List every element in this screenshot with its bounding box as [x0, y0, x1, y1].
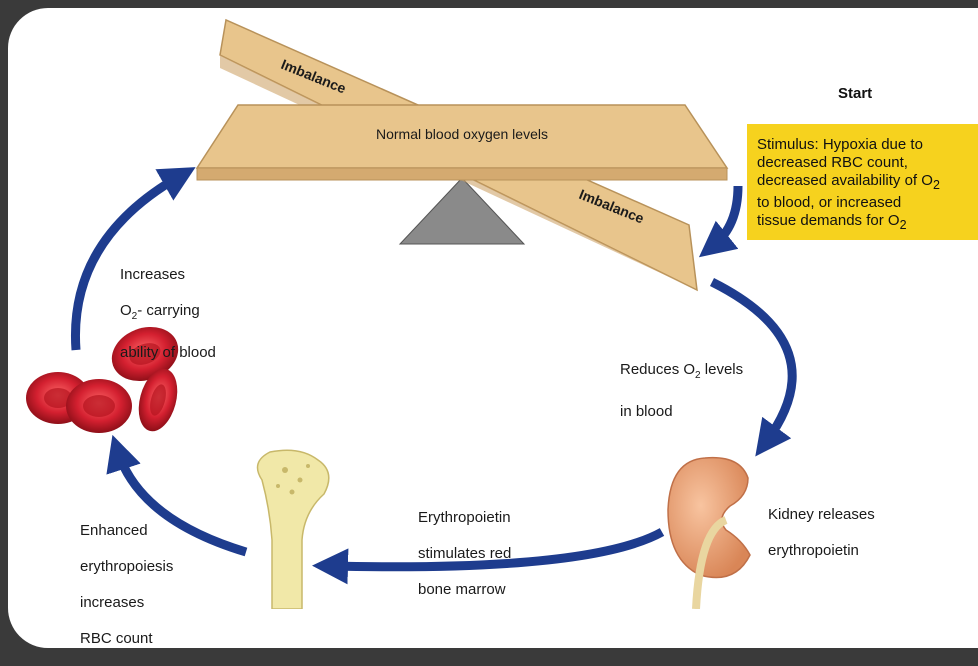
stimulus-box: Stimulus: Hypoxia due to decreased RBC c… — [747, 124, 978, 240]
arrow-stimulus-to-imbalance — [713, 186, 738, 246]
erythropoietin-stimulates-label: Erythropoietin stimulates red bone marro… — [418, 491, 511, 617]
bone-marrow-illustration — [258, 450, 329, 609]
kidney-releases-label: Kidney releases erythropoietin — [768, 488, 875, 578]
stimulus-line-5: tissue demands for O2 — [757, 212, 972, 234]
stimulus-line-2: decreased RBC count, — [757, 154, 972, 172]
kidney-illustration — [668, 458, 750, 609]
normal-oxygen-label: Normal blood oxygen levels — [376, 126, 548, 142]
stimulus-line-3: decreased availability of O2 — [757, 172, 972, 194]
stimulus-line-1: Stimulus: Hypoxia due to — [757, 136, 972, 154]
stimulus-line-4: to blood, or increased — [757, 194, 972, 212]
reduces-oxygen-label: Reduces O2 levels in blood — [620, 343, 743, 439]
increases-carrying-label: Increases O2- carrying ability of blood — [120, 248, 216, 380]
enhanced-erythropoiesis-label: Enhanced erythropoiesis increases RBC co… — [80, 504, 173, 666]
normal-plank: Normal blood oxygen levels — [197, 105, 727, 180]
start-label: Start — [838, 85, 872, 102]
